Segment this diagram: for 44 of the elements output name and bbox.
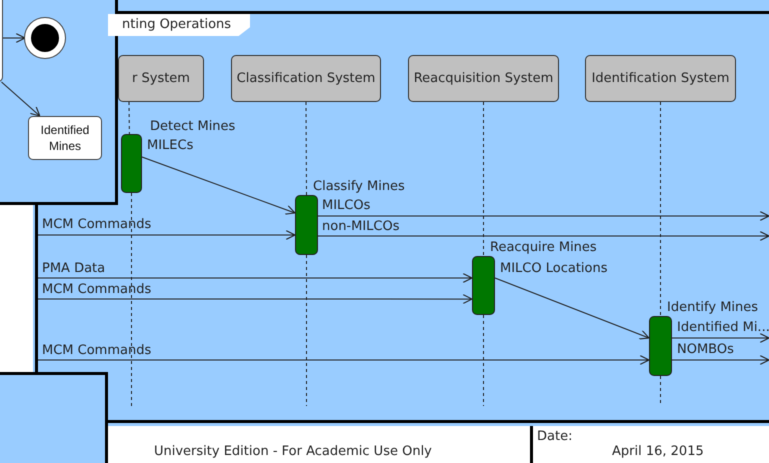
lifeline bbox=[660, 102, 661, 316]
message-arrow bbox=[38, 230, 296, 240]
message-label: MCM Commands bbox=[42, 217, 152, 233]
date-text: April 16, 2015 bbox=[612, 444, 704, 459]
message-arrow bbox=[2, 32, 26, 44]
message-arrow bbox=[38, 272, 473, 284]
message-label: MILCOs bbox=[322, 198, 370, 214]
activation-label: Classify Mines bbox=[313, 179, 405, 194]
frame-tab: nting Operations bbox=[108, 14, 250, 36]
message-label: MCM Commands bbox=[42, 343, 152, 359]
message-label: non-MILCOs bbox=[322, 219, 400, 235]
message-arrow bbox=[494, 278, 650, 340]
message-label: NOMBOs bbox=[677, 342, 734, 358]
message-arrow bbox=[318, 210, 769, 222]
lifeline bbox=[483, 102, 484, 256]
message-label: MILECs bbox=[147, 138, 194, 154]
message-label: MCM Commands bbox=[42, 282, 152, 298]
activation-label: Identify Mines bbox=[667, 300, 758, 315]
message-arrow bbox=[38, 354, 650, 366]
activation-bar bbox=[295, 195, 318, 255]
message-label: MILCO Locations bbox=[500, 261, 608, 277]
lifeline bbox=[128, 102, 130, 134]
message-arrow bbox=[672, 354, 769, 366]
message-arrow bbox=[1, 82, 40, 117]
message-label: PMA Data bbox=[42, 261, 106, 277]
lifeline-head: Identification System bbox=[585, 55, 736, 102]
message-label: Identified Mi... bbox=[677, 320, 769, 336]
message-arrow bbox=[142, 156, 296, 215]
message-arrow bbox=[672, 332, 769, 344]
activation-label: Reacquire Mines bbox=[490, 240, 597, 255]
lifeline-head: r System bbox=[118, 55, 204, 102]
lifeline-head: Classification System bbox=[231, 55, 381, 102]
message-arrow bbox=[318, 230, 769, 242]
sequence-frame bbox=[35, 11, 769, 423]
message-arrow bbox=[38, 294, 473, 304]
state-box: Identified Mines bbox=[28, 116, 102, 160]
activation-bar bbox=[472, 256, 495, 315]
lifeline bbox=[306, 102, 307, 196]
lifeline-head: Reacquisition System bbox=[408, 55, 559, 102]
field-label: Date: bbox=[537, 429, 572, 444]
activation-label: Detect Mines bbox=[150, 119, 236, 134]
edition-note: University Edition - For Academic Use Only bbox=[154, 444, 432, 459]
activation-bar bbox=[649, 316, 672, 376]
activation-bar bbox=[121, 134, 142, 193]
